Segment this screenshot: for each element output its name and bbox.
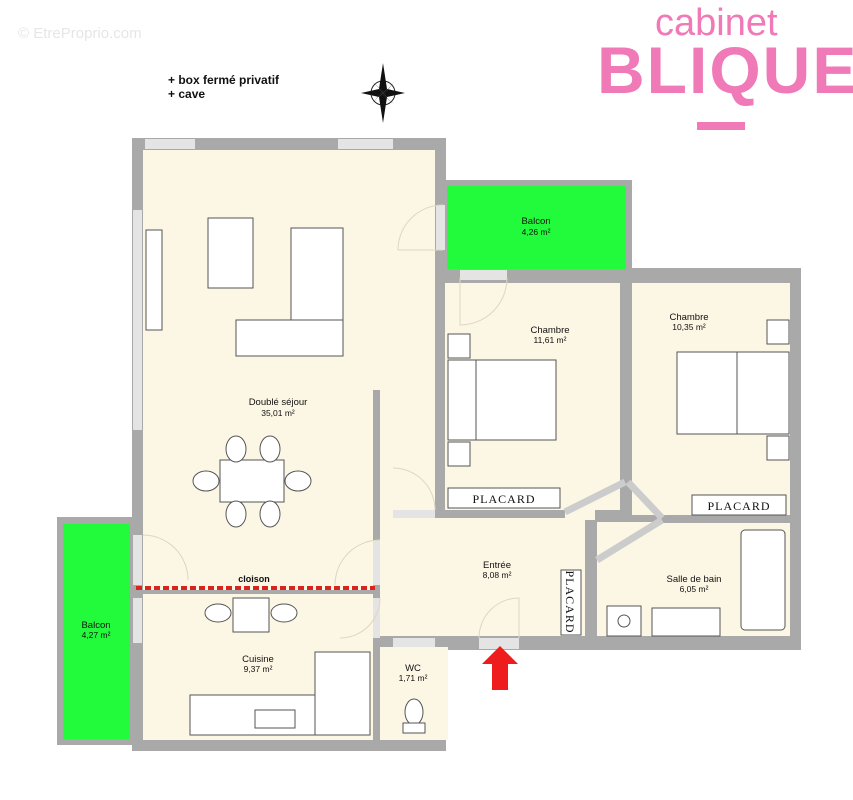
toilet-icon (404, 698, 424, 726)
logo-cabinet: cabinet (655, 2, 778, 44)
balcony-left (63, 524, 130, 739)
entrance-arrow-icon (482, 646, 518, 690)
logo-blique: BLIQUE (597, 33, 853, 107)
room-label: Balcon (81, 620, 110, 631)
window (145, 139, 195, 149)
door-chambre1 (393, 510, 435, 518)
wall-sejour-chambre (435, 150, 445, 510)
placard-label: PLACARD (563, 570, 577, 633)
front-door (479, 638, 519, 649)
dining-table (219, 459, 285, 503)
bathtub-icon (740, 529, 786, 631)
room-label: Doublé séjour (249, 397, 308, 408)
door-swing (392, 467, 436, 511)
chair (225, 435, 247, 463)
room-label: Salle de bain (667, 574, 722, 585)
chair (259, 435, 281, 463)
nightstand (766, 435, 790, 461)
room-area: 6,05 m² (680, 584, 709, 594)
wall-sejour-entree (373, 390, 380, 640)
wall-chambres (620, 280, 628, 480)
compass-rose-icon (361, 63, 405, 123)
double-vanity (651, 607, 721, 637)
door-swing (334, 539, 381, 586)
door-swing (459, 277, 508, 326)
logo-underline (697, 122, 745, 130)
room-area: 4,27 m² (82, 630, 111, 640)
placard-label: PLACARD (472, 492, 535, 506)
room-area: 8,08 m² (483, 570, 512, 580)
room-entree (380, 518, 585, 636)
chair (192, 470, 220, 492)
balcony-door (460, 270, 507, 280)
room-area: 35,01 m² (261, 408, 295, 418)
balcony-top (447, 186, 626, 269)
room-label: Chambre (669, 312, 708, 323)
shower-drain (606, 605, 642, 637)
room-label: Cuisine (242, 654, 274, 665)
watermark: © EtreProprio.com (18, 25, 142, 42)
door-swing (142, 534, 189, 581)
balcony-door (436, 205, 445, 250)
door-sejour (373, 540, 380, 585)
drain-icon (617, 614, 631, 628)
sofa-chaise (235, 319, 344, 357)
window (338, 139, 393, 149)
plan-notes: + box fermé privatif + cave (168, 73, 279, 101)
bed-mattress (475, 359, 557, 441)
wall-south (455, 637, 800, 649)
chair (225, 500, 247, 528)
door-sdb-diag (595, 517, 664, 563)
window (133, 598, 142, 643)
door-chambre2-diag (625, 479, 665, 521)
placard-chambre2[interactable]: PLACARD (691, 494, 787, 516)
door-swing (339, 597, 381, 639)
nightstand (447, 333, 471, 359)
window (133, 535, 142, 585)
room-area: 1,71 m² (399, 673, 428, 683)
placard-chambre1[interactable]: PLACARD (447, 487, 561, 509)
placard-label: PLACARD (707, 499, 770, 513)
door-chambre1-diag (563, 478, 627, 516)
room-sejour (143, 150, 435, 590)
chair (284, 470, 312, 492)
room-label: Chambre (530, 325, 569, 336)
room-label: WC (405, 663, 421, 674)
note-box: + box fermé privatif (168, 73, 280, 87)
door-swing (397, 204, 444, 251)
door-cuisine (373, 598, 380, 638)
wall-sdb (585, 560, 597, 638)
nightstand (447, 441, 471, 467)
kitchen-counter (189, 694, 316, 736)
room-label: Entrée (483, 560, 511, 571)
chair (204, 603, 232, 623)
room-area: 4,26 m² (522, 227, 551, 237)
room-label: Balcon (521, 216, 550, 227)
nightstand (766, 319, 790, 345)
placard-entree[interactable]: PLACARD (560, 569, 582, 636)
cloison-label: cloison (238, 574, 270, 584)
tv-unit (207, 217, 254, 289)
chair (270, 603, 298, 623)
toilet-tank (402, 722, 426, 734)
window (133, 210, 142, 430)
kitchen-counter-side (314, 651, 371, 736)
radiator (145, 229, 163, 331)
room-area: 11,61 m² (534, 335, 567, 345)
room-area: 9,37 m² (244, 664, 273, 674)
door-wc (393, 638, 435, 647)
room-area: 10,35 m² (672, 322, 706, 332)
sink-icon (254, 709, 296, 729)
kitchen-table (232, 597, 270, 633)
chair (259, 500, 281, 528)
bed-mattress (676, 351, 738, 435)
door-swing (478, 597, 520, 639)
wall-chambre2-bottom (660, 515, 790, 523)
note-cave: + cave (168, 87, 206, 101)
wall-chambre1-bottom (435, 510, 565, 518)
